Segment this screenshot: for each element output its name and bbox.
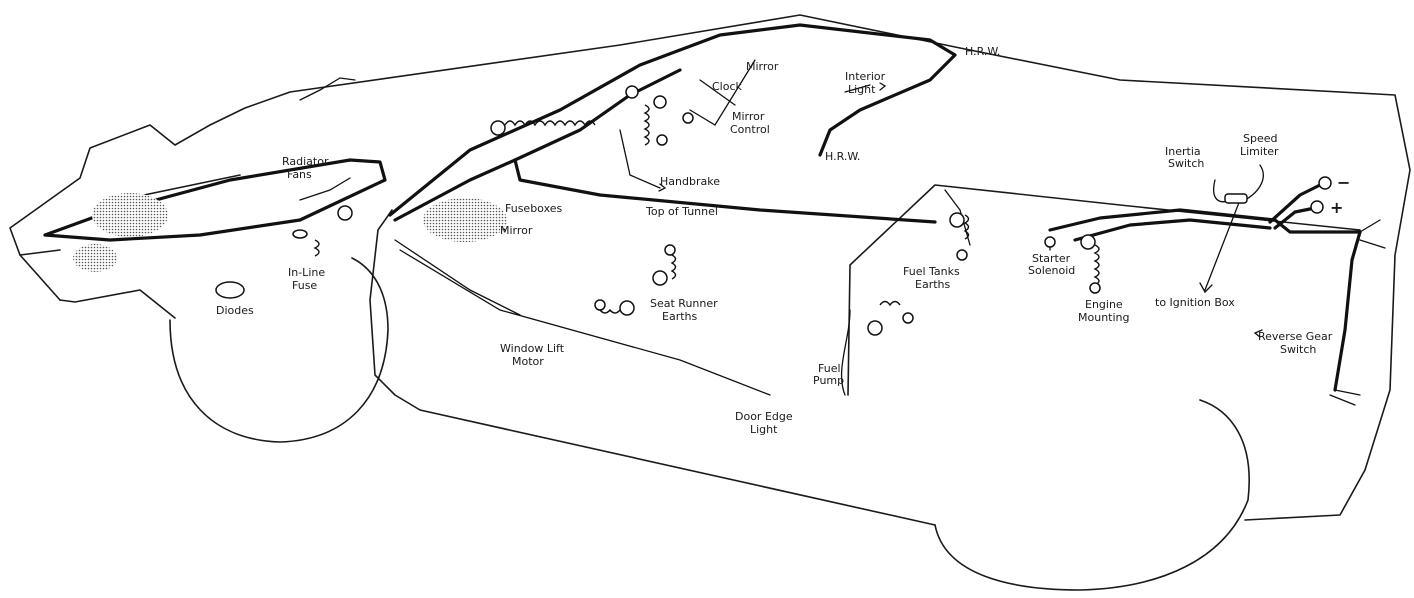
label-to-ignition-box: to Ignition Box (1155, 296, 1235, 309)
label-mirror-upper: Mirror (746, 60, 779, 73)
coil-seat-runner-2 (599, 308, 621, 314)
connector-blocks (73, 193, 507, 272)
earth-point-dash-2 (682, 112, 694, 124)
earth-point-engine-1 (1080, 234, 1096, 250)
earth-points (215, 85, 1332, 336)
coil-engine-mounting (1093, 244, 1100, 286)
label-hrw-top: H.R.W. (965, 45, 1000, 58)
label-hrw-mid: H.R.W. (825, 150, 860, 163)
inertia-switch-block (1224, 193, 1248, 204)
front-lower-connector (73, 244, 117, 272)
label-seat-runner-earths: Seat Runner Earths (650, 297, 721, 323)
label-handbrake: Handbrake (660, 175, 720, 188)
label-speed-limiter: Speed Limiter (1240, 132, 1281, 158)
earth-point-seat-3 (594, 299, 606, 311)
labels: Radiator Fans Diodes In-Line Fuse Fusebo… (216, 45, 1350, 436)
roof-loop (388, 23, 957, 217)
arrow-head-reverse-gear (1253, 329, 1263, 338)
coil-inline-fuse (313, 239, 320, 257)
label-inline-fuse: In-Line Fuse (288, 266, 329, 292)
wire-radiator (299, 177, 351, 201)
earth-point-seat-4 (619, 300, 635, 316)
label-radiator-fans: Radiator Fans (282, 155, 332, 181)
wire-rear-tails (1329, 219, 1386, 406)
earth-point-fuel-pump-1 (867, 320, 883, 336)
front-loom (43, 158, 387, 242)
label-top-of-tunnel: Top of Tunnel (645, 205, 718, 218)
rear-loom (1048, 208, 1362, 234)
wire-to-ignition-box (1204, 199, 1241, 291)
label-mirror-lower: Mirror (500, 224, 533, 237)
wire-interior-light (844, 84, 871, 93)
label-battery-positive: + (1330, 198, 1343, 217)
label-battery-negative: − (1337, 173, 1350, 192)
battery-cable-negative (1268, 183, 1322, 224)
battery-cable-positive (1273, 206, 1317, 230)
label-fuel-pump: Fuel Pump (813, 362, 844, 387)
label-engine-mounting: Engine Mounting (1078, 298, 1130, 324)
label-door-edge-light: Door Edge Light (735, 410, 796, 436)
label-clock: Clock (712, 80, 743, 93)
arrow-head-interior-light (879, 82, 887, 91)
earth-point-starter (1044, 236, 1056, 248)
fusebox-block (423, 198, 507, 242)
arrow-head-handbrake (658, 183, 667, 192)
label-fuel-tanks-earths: Fuel Tanks Earths (903, 265, 963, 291)
arrow-head-ignition (1199, 282, 1213, 294)
label-diodes: Diodes (216, 304, 254, 317)
coil-fuel-pump (879, 300, 901, 307)
label-starter-solenoid: Starter Solenoid (1028, 252, 1075, 277)
earth-point-dash (653, 95, 667, 109)
wire-speed-limiter (1244, 164, 1264, 201)
earth-point-engine-2 (1089, 282, 1101, 294)
label-reverse-gear-switch: Reverse Gear Switch (1258, 330, 1336, 356)
rear-loom-2 (1073, 218, 1272, 242)
earth-point-roof (490, 120, 506, 136)
coil-roof (504, 120, 596, 127)
diodes-component (215, 281, 245, 299)
earth-point-fuel-tank-2 (956, 249, 968, 261)
coil-fuel-tanks (963, 214, 970, 240)
label-mirror-control: Mirror Control (730, 110, 770, 136)
front-connector-block (92, 193, 168, 237)
battery-negative-terminal (1318, 176, 1332, 190)
coil-seat-runner (670, 254, 677, 280)
earth-point-fuel-pump-2 (902, 312, 914, 324)
front-wheel-arch (169, 257, 389, 443)
front-bumper-line (59, 289, 176, 319)
arrows (658, 82, 1263, 338)
earth-point-fuel-tank-1 (949, 212, 965, 228)
wire-window-lift (394, 239, 521, 316)
wire-mirror-control (689, 59, 756, 126)
label-window-lift-motor: Window Lift Motor (500, 342, 568, 368)
coil-dash (643, 104, 650, 146)
wire-fuel-pump (841, 309, 851, 396)
earth-point-dash-3 (656, 134, 668, 146)
wire-front-top (299, 77, 356, 101)
battery-positive-terminal (1310, 200, 1324, 214)
wire-handbrake (619, 129, 661, 189)
earth-point-seat-1 (664, 244, 676, 256)
wire-door-edge (399, 249, 771, 396)
car-silhouette (9, 14, 1411, 526)
rear-wheel-arch (934, 399, 1250, 591)
inline-fuse-component (292, 229, 308, 239)
label-interior-light: Interior Light (845, 70, 889, 96)
earth-point-seat-2 (652, 270, 668, 286)
earth-point-clock (625, 85, 639, 99)
earth-point-radiator (337, 205, 353, 221)
secondary-wires (299, 59, 1386, 406)
wire-fuel-tanks (944, 189, 971, 246)
rear-vertical-loom (1333, 230, 1362, 392)
tunnel-loom (513, 158, 937, 224)
car-body-outline (9, 14, 1411, 591)
label-inertia-switch: Inertia Switch (1165, 145, 1204, 170)
label-fuseboxes: Fuseboxes (505, 202, 563, 215)
